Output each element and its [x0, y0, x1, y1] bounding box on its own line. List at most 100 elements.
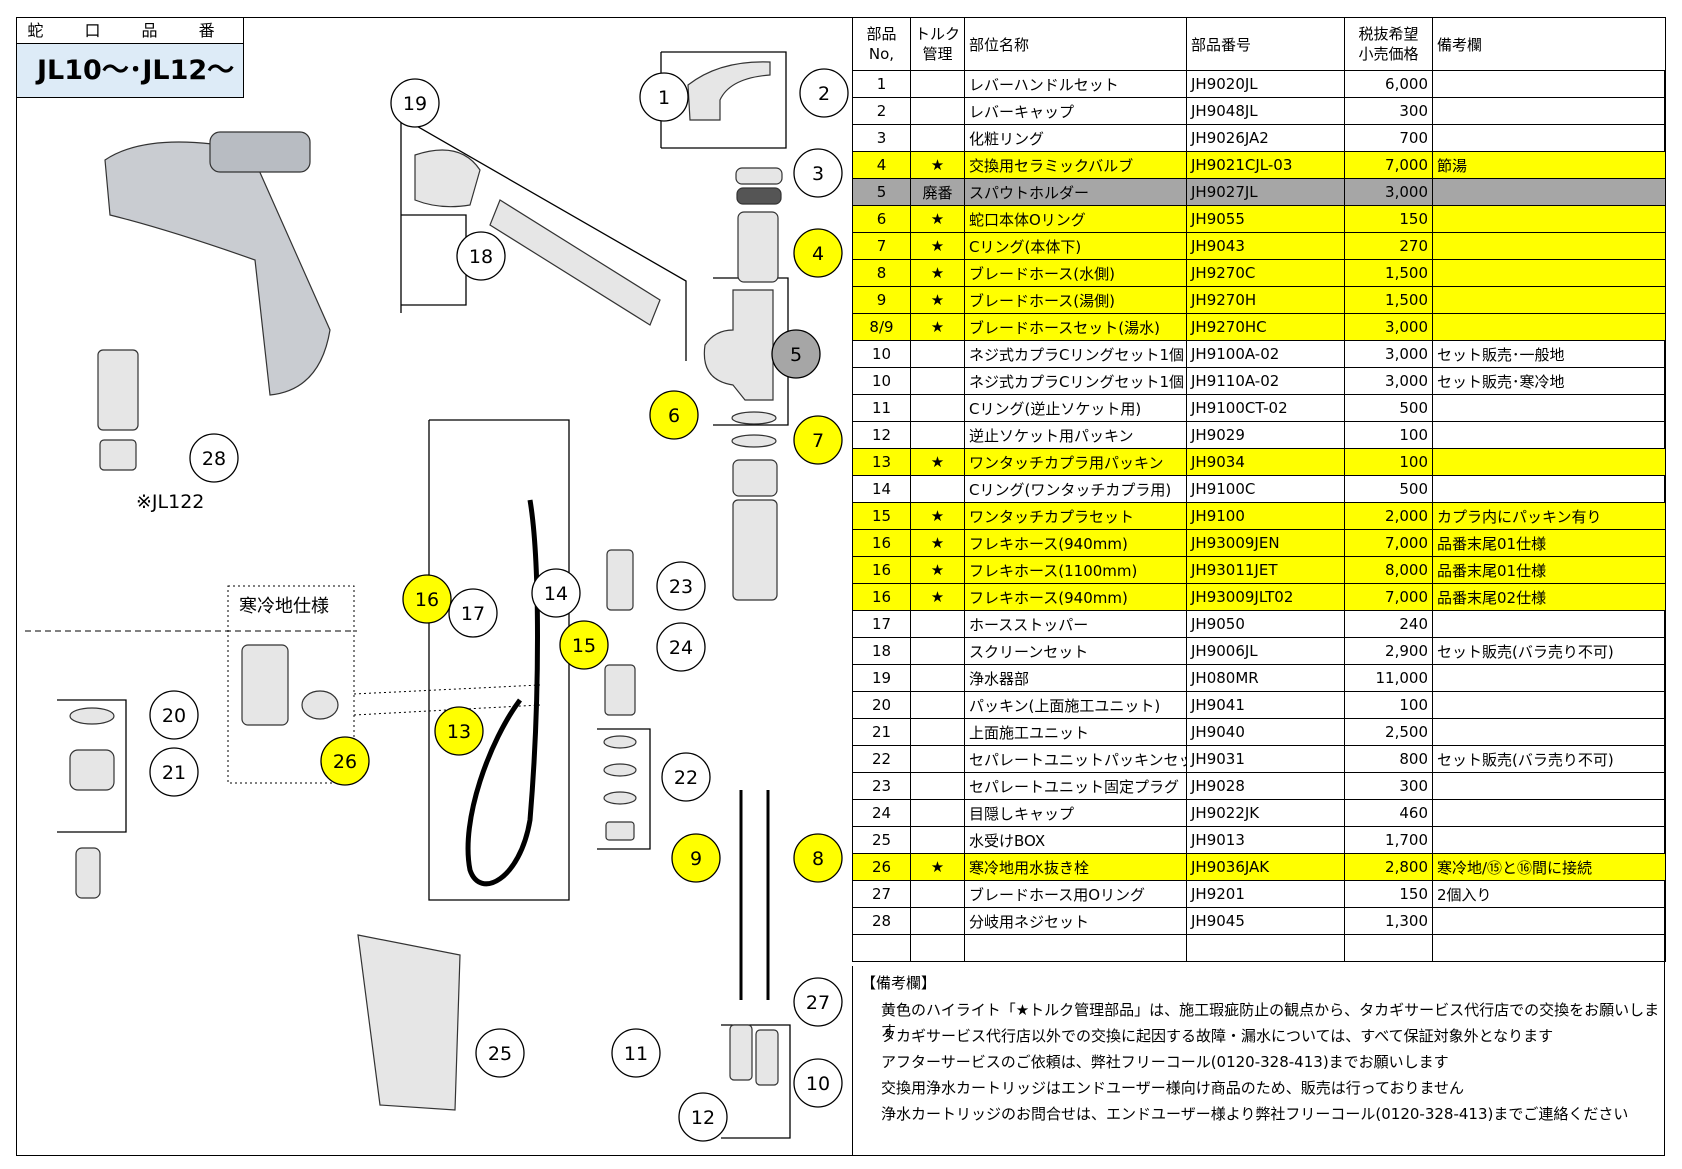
cell-part-number: JH9100C — [1186, 475, 1345, 503]
cell-torque: ★ — [910, 529, 965, 557]
cell-no: 26 — [852, 853, 911, 881]
cell-name: 浄水器部 — [964, 664, 1187, 692]
svg-text:11: 11 — [624, 1043, 648, 1065]
svg-text:16: 16 — [415, 589, 439, 611]
cell-no: 4 — [852, 151, 911, 179]
cell-part-number: JH9270HC — [1186, 313, 1345, 341]
cell-no: 3 — [852, 124, 911, 152]
cell-torque — [910, 421, 965, 449]
branch-unit-part — [99, 439, 137, 471]
cell-price: 3,000 — [1344, 178, 1433, 206]
cell-note — [1432, 664, 1666, 692]
cell-note — [1432, 610, 1666, 638]
cell-name: 上面施工ユニット — [964, 718, 1187, 746]
cell-note — [1432, 259, 1666, 287]
cell-no: 11 — [852, 394, 911, 422]
cell-torque: ★ — [910, 286, 965, 314]
cell-name: 水受けBOX — [964, 826, 1187, 854]
svg-text:25: 25 — [488, 1043, 512, 1065]
cell-part-number: JH9041 — [1186, 691, 1345, 719]
callout-21: 21 — [149, 747, 199, 797]
cell-note — [1432, 799, 1666, 827]
cell-part-number: JH9050 — [1186, 610, 1345, 638]
cell-name: Cリング(逆止ソケット用) — [964, 394, 1187, 422]
cell-name: ワンタッチカプラ用パッキン — [964, 448, 1187, 476]
packing-part — [603, 735, 637, 749]
cell-part-number: JH9048JL — [1186, 97, 1345, 125]
cell-no: 27 — [852, 880, 911, 908]
cell-no: 12 — [852, 421, 911, 449]
cell-name: 分岐用ネジセット — [964, 907, 1187, 935]
leader-line — [57, 699, 127, 833]
cell-no: 7 — [852, 232, 911, 260]
cell-torque: ★ — [910, 853, 965, 881]
cell-note — [1432, 475, 1666, 503]
cell-name: ネジ式カプラCリングセット1個 — [964, 340, 1187, 368]
cell-no: 16 — [852, 583, 911, 611]
callout-1: 1 — [639, 72, 689, 122]
cell-no: 19 — [852, 664, 911, 692]
cell-price: 500 — [1344, 394, 1433, 422]
callout-2: 2 — [799, 68, 849, 118]
cell-no: 13 — [852, 448, 911, 476]
cell-no: 15 — [852, 502, 911, 530]
spout-holder-part — [703, 289, 774, 401]
cell-part-number: JH9020JL — [1186, 70, 1345, 98]
cell-no: 20 — [852, 691, 911, 719]
cell-price: 7,000 — [1344, 151, 1433, 179]
cell-torque — [910, 745, 965, 773]
cell-note — [1432, 205, 1666, 233]
cell-note — [1432, 313, 1666, 341]
svg-text:15: 15 — [572, 635, 596, 657]
svg-text:27: 27 — [806, 992, 830, 1014]
cell-note: 品番末尾01仕様 — [1432, 529, 1666, 557]
lever-handle-part — [687, 61, 771, 121]
svg-text:20: 20 — [162, 705, 186, 727]
cell-torque — [910, 880, 965, 908]
svg-text:18: 18 — [469, 246, 493, 268]
cell-note: セット販売(バラ売り不可) — [1432, 637, 1666, 665]
cell-name: レバーハンドルセット — [964, 70, 1187, 98]
ring-part — [735, 167, 783, 185]
cell-no: 10 — [852, 367, 911, 395]
cell-name: ブレードホースセット(湯水) — [964, 313, 1187, 341]
callout-23: 23 — [656, 561, 706, 611]
callout-22: 22 — [661, 752, 711, 802]
cell-note — [1432, 907, 1666, 935]
cell-torque — [910, 664, 965, 692]
svg-text:7: 7 — [812, 430, 824, 452]
callout-6: 6 — [649, 390, 699, 440]
callout-12: 12 — [678, 1092, 728, 1142]
leader-line — [721, 1024, 791, 1139]
cell-part-number: JH9045 — [1186, 907, 1345, 935]
cell-name: レバーキャップ — [964, 97, 1187, 125]
c-ring-part — [731, 434, 777, 448]
cell-price: 100 — [1344, 448, 1433, 476]
cell-torque — [910, 934, 965, 962]
svg-text:22: 22 — [674, 767, 698, 789]
packing-part — [605, 821, 635, 841]
callout-14: 14 — [531, 568, 581, 618]
cell-part-number: JH9021CJL-03 — [1186, 151, 1345, 179]
cell-part-number: JH9270C — [1186, 259, 1345, 287]
notes-title: 【備考欄】 — [861, 974, 937, 992]
cell-note: 品番末尾02仕様 — [1432, 583, 1666, 611]
cell-torque — [910, 637, 965, 665]
cell-name: ブレードホース(湯側) — [964, 286, 1187, 314]
cell-price: 11,000 — [1344, 664, 1433, 692]
cell-price: 800 — [1344, 745, 1433, 773]
callout-26: 26 — [320, 736, 370, 786]
cell-note — [1432, 70, 1666, 98]
header-no: 部品 No, — [852, 17, 911, 71]
callout-3: 3 — [793, 148, 843, 198]
cell-no — [852, 934, 911, 962]
cell-part-number: JH9013 — [1186, 826, 1345, 854]
note-line: 浄水カートリッジのお問合せは、エンドユーザー様より弊社フリーコール(0120-3… — [881, 1105, 1629, 1123]
callout-27: 27 — [793, 977, 843, 1027]
